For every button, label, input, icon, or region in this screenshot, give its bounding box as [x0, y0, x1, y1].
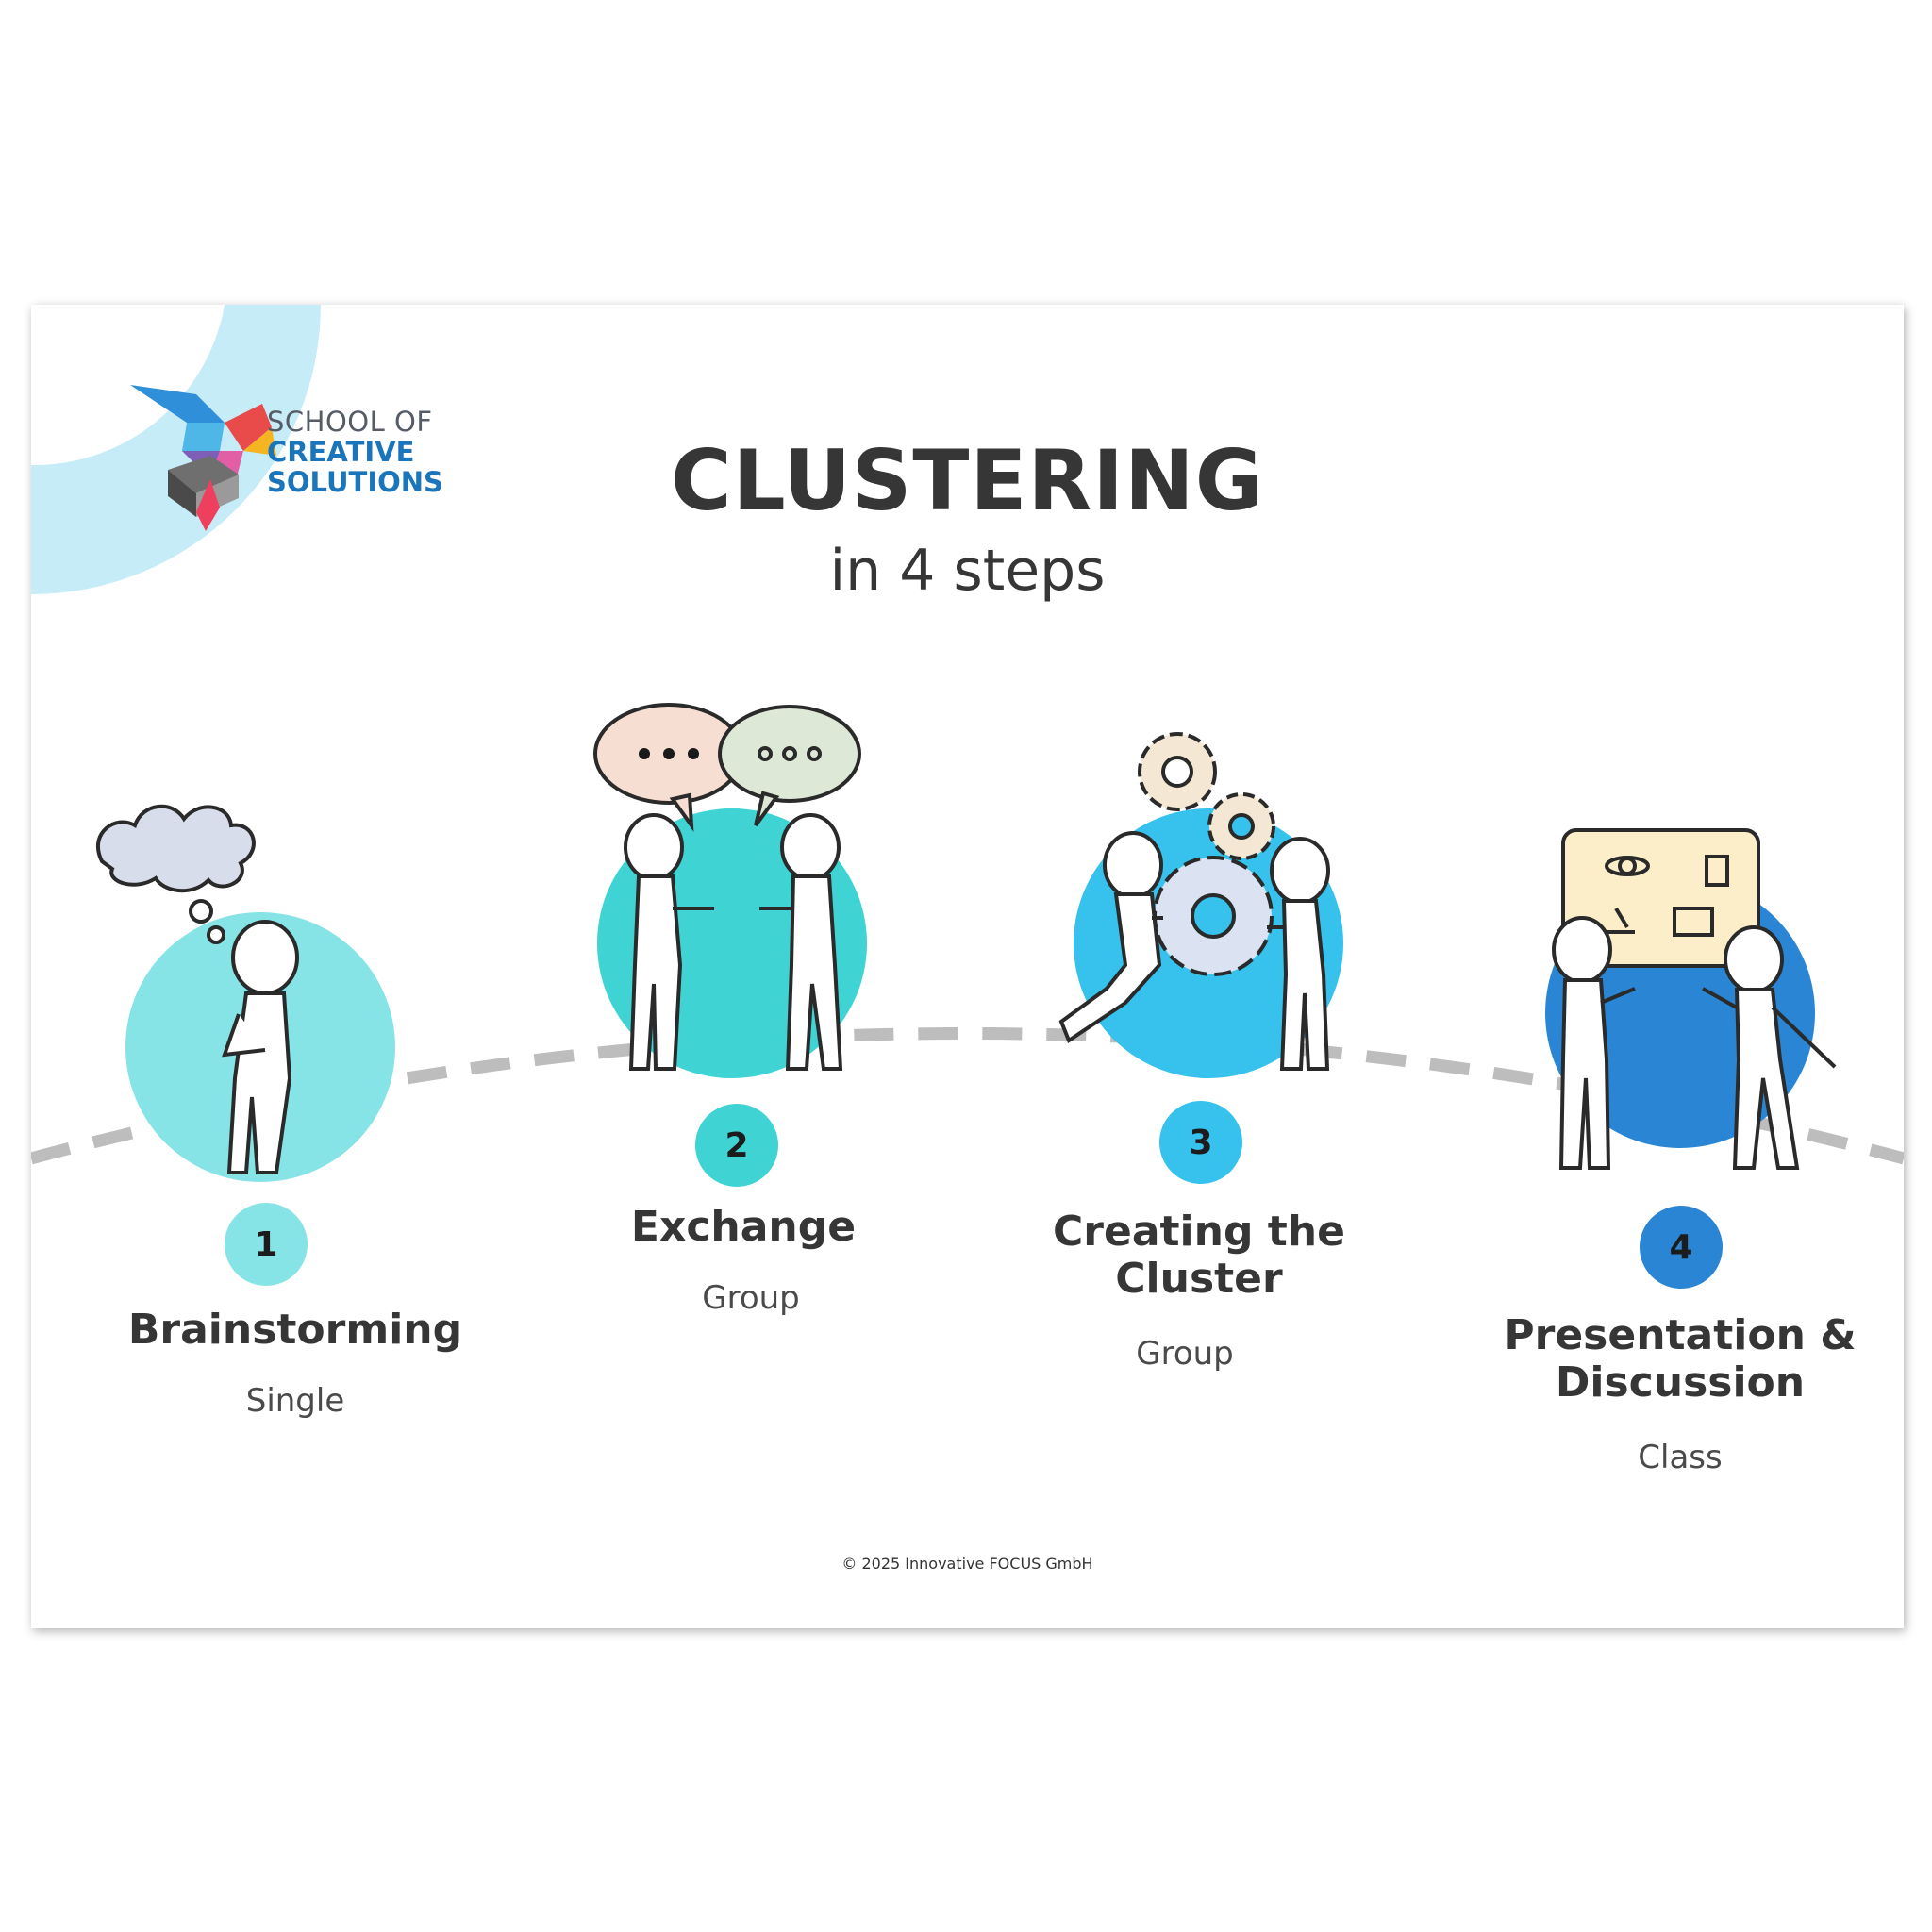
- thinking-person-icon: [95, 804, 299, 1174]
- step-1-mode: Single: [245, 1382, 345, 1420]
- step-2-number-badge: 2: [693, 1102, 780, 1189]
- gears-people-icon: [1058, 732, 1330, 1071]
- logo-line-2: CREATIVE: [267, 436, 415, 468]
- page-title: CLUSTERING: [671, 432, 1264, 529]
- step-4-title: Presentation & Discussion: [1504, 1311, 1857, 1407]
- logo-wordmark: SCHOOL OF CREATIVE SOLUTIONS: [267, 408, 443, 499]
- illustration-layer: [31, 305, 1904, 1182]
- logo-bird-icon: [130, 385, 276, 531]
- step-2-mode: Group: [702, 1279, 800, 1317]
- step-2-title: Exchange: [630, 1203, 857, 1251]
- step-3-title: Creating the Cluster: [1053, 1208, 1345, 1303]
- step-3-number-badge: 3: [1158, 1099, 1244, 1186]
- logo-line-1: SCHOOL OF: [267, 406, 433, 438]
- poster-card: SCHOOL OF CREATIVE SOLUTIONS CLUSTERING …: [31, 305, 1904, 1628]
- step-3-mode: Group: [1136, 1335, 1234, 1373]
- logo-line-3: SOLUTIONS: [267, 466, 443, 498]
- step-4-number: 4: [1669, 1227, 1693, 1267]
- step-4-number-badge: 4: [1638, 1204, 1724, 1291]
- step-1-number: 1: [254, 1224, 278, 1264]
- step-3-number: 3: [1189, 1123, 1213, 1162]
- step-2-number: 2: [724, 1125, 749, 1165]
- step-1-title: Brainstorming: [127, 1306, 463, 1354]
- step-4-mode: Class: [1638, 1439, 1723, 1476]
- copyright-footer: © 2025 Innovative FOCUS GmbH: [841, 1555, 1093, 1573]
- presentation-board-icon: [1552, 828, 1837, 1170]
- corner-arc-inner: [31, 305, 225, 466]
- step-1-number-badge: 1: [223, 1201, 309, 1288]
- page-subtitle: in 4 steps: [829, 538, 1106, 604]
- exchange-people-icon: [593, 703, 861, 1071]
